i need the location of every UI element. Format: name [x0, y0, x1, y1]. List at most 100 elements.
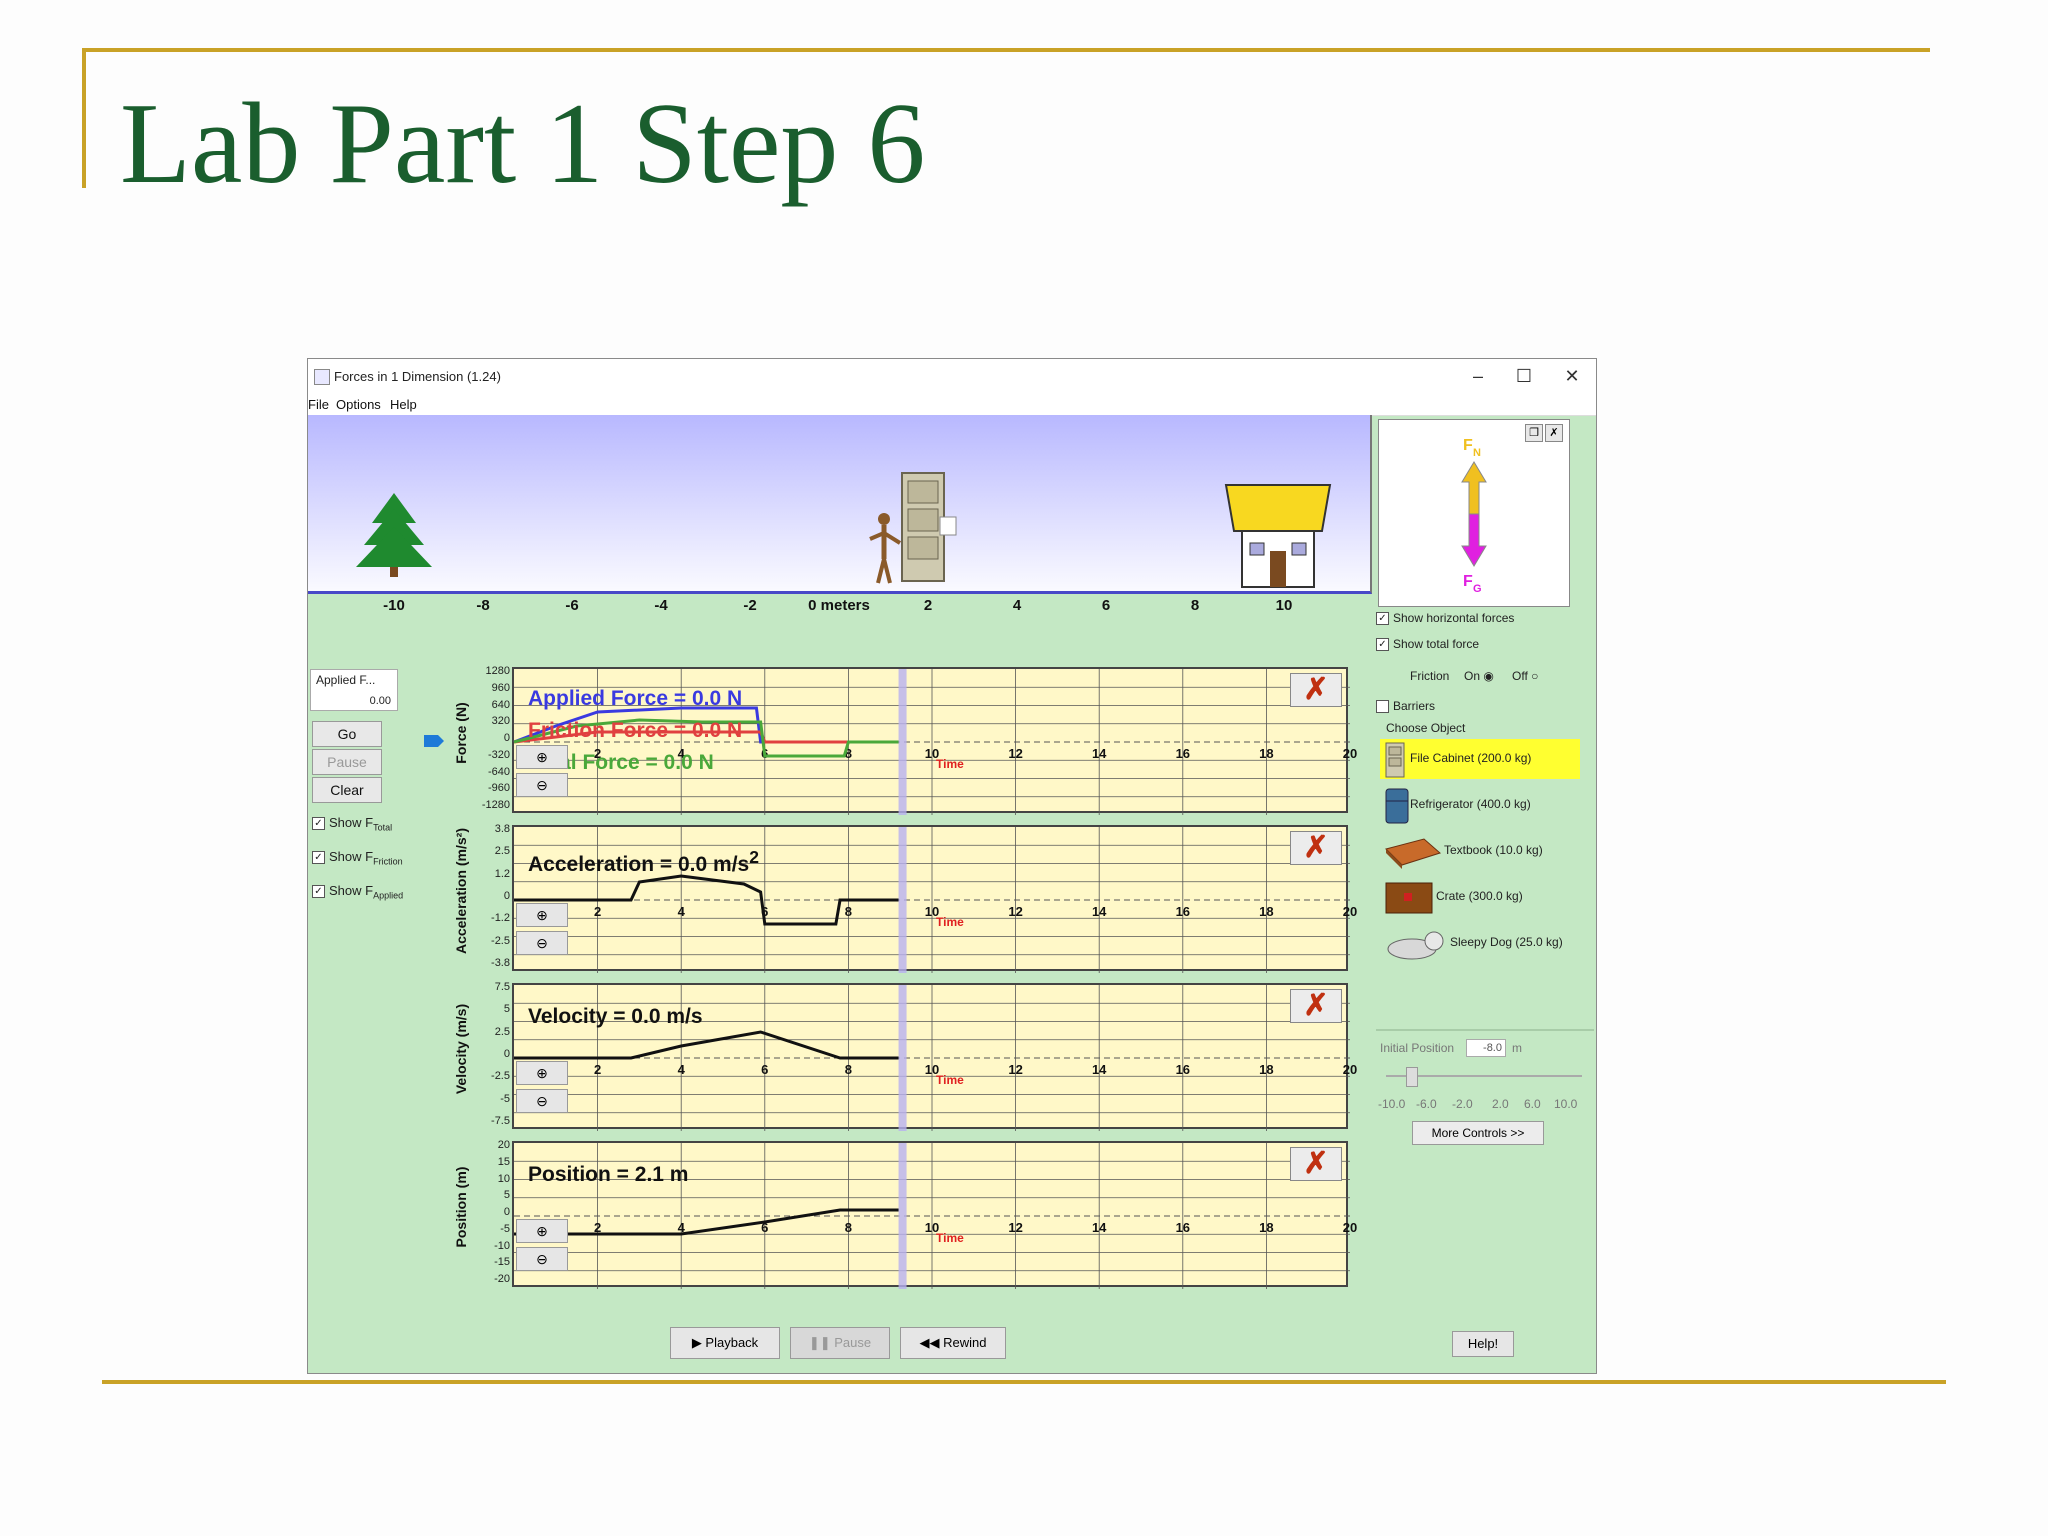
show-friction-checkbox[interactable]: Show FFriction: [312, 849, 403, 867]
x-tick-label: 8: [845, 1220, 852, 1235]
time-label: Time: [936, 915, 964, 929]
close-icon[interactable]: ✗: [1545, 424, 1563, 442]
x-tick-label: 14: [1092, 746, 1107, 761]
x-tick-label: 2: [594, 904, 601, 919]
divider: [1376, 1029, 1594, 1031]
arrow-marker-icon[interactable]: [424, 733, 446, 749]
y-tick-label: -5: [500, 1222, 510, 1235]
position-readout: Position = 2.1 m: [528, 1163, 689, 1186]
clear-button[interactable]: Clear: [312, 777, 382, 803]
object-label: File Cabinet (200.0 kg): [1410, 751, 1532, 765]
zoom-out-icon[interactable]: ⊖: [516, 1089, 568, 1113]
x-tick-label: 4: [678, 1220, 686, 1235]
position-slider-thumb[interactable]: [1406, 1067, 1418, 1087]
pause-button-side[interactable]: Pause: [312, 749, 382, 775]
zoom-in-icon[interactable]: ⊕: [516, 1061, 568, 1085]
y-tick-label: -15: [494, 1256, 510, 1269]
rewind-button[interactable]: ◀◀ Rewind: [900, 1327, 1006, 1359]
y-tick-label: 640: [491, 698, 510, 711]
ruler-label: -2: [743, 597, 757, 614]
app-icon: [314, 369, 330, 385]
choose-object-label: Choose Object: [1386, 721, 1466, 735]
y-tick-label: -1.2: [491, 912, 510, 925]
position-trace: [514, 1208, 899, 1236]
time-label: Time: [936, 1073, 964, 1087]
x-tick-label: 2: [594, 746, 601, 761]
menu-help[interactable]: Help: [390, 397, 417, 412]
y-tick-label: -7.5: [491, 1115, 510, 1127]
maximize-button[interactable]: ☐: [1515, 366, 1533, 386]
y-tick-label: 20: [497, 1139, 510, 1151]
friction-on-radio[interactable]: On ◉: [1464, 669, 1494, 683]
show-applied-checkbox[interactable]: Show FApplied: [312, 883, 403, 901]
close-window-button[interactable]: ✕: [1564, 366, 1580, 386]
show-total-force-checkbox[interactable]: Show total force: [1376, 637, 1479, 652]
y-tick-label: 0: [503, 1206, 510, 1218]
file-cabinet-icon: [1385, 742, 1405, 778]
show-total-checkbox[interactable]: Show FTotal: [312, 815, 392, 833]
position-slider-track[interactable]: [1386, 1075, 1582, 1077]
window-titlebar: Forces in 1 Dimension (1.24) – ☐ ✕: [308, 359, 1596, 393]
y-tick-label: 5: [503, 1003, 510, 1016]
y-tick-label: -640: [487, 765, 510, 778]
zoom-out-icon[interactable]: ⊖: [516, 1247, 568, 1271]
zoom-in-icon[interactable]: ⊕: [516, 903, 568, 927]
y-tick-label: 1280: [485, 665, 510, 677]
help-button[interactable]: Help!: [1452, 1331, 1514, 1357]
barriers-checkbox[interactable]: Barriers: [1376, 699, 1435, 714]
y-tick-label: -20: [494, 1273, 510, 1285]
pause-button[interactable]: ❚❚ Pause: [790, 1327, 890, 1359]
zoom-in-icon[interactable]: ⊕: [516, 1219, 568, 1243]
friction-force-readout: Friction Force = 0.0 N: [528, 719, 743, 742]
playback-button[interactable]: ▶ Playback: [670, 1327, 780, 1359]
close-graph-button[interactable]: ✗: [1290, 989, 1342, 1023]
house-icon: [1224, 484, 1332, 588]
x-tick-label: 18: [1259, 746, 1273, 761]
object-textbook[interactable]: Textbook (10.0 kg): [1380, 831, 1580, 871]
friction-off-radio[interactable]: Off ○: [1512, 669, 1539, 683]
ruler-label: 0 meters: [808, 597, 870, 614]
menu-file[interactable]: File: [308, 397, 329, 412]
show-horizontal-checkbox[interactable]: Show horizontal forces: [1376, 611, 1514, 626]
close-graph-button[interactable]: ✗: [1290, 673, 1342, 707]
gravity-force-arrow: [1461, 513, 1487, 567]
object-file-cabinet[interactable]: File Cabinet (200.0 kg): [1380, 739, 1580, 779]
applied-force-field[interactable]: Applied F... 0.00: [310, 669, 398, 711]
restore-icon[interactable]: ❐: [1525, 424, 1543, 442]
slide-bottom-rule: [102, 1380, 1946, 1384]
refrigerator-icon: [1385, 788, 1409, 824]
normal-force-arrow: [1461, 461, 1487, 515]
menu-options[interactable]: Options: [336, 397, 381, 412]
x-tick-label: 10: [925, 904, 939, 919]
object-sleepy-dog[interactable]: Sleepy Dog (25.0 kg): [1380, 923, 1580, 963]
x-tick-label: 2: [594, 1062, 601, 1077]
x-tick-label: 6: [761, 1062, 768, 1077]
zoom-in-icon[interactable]: ⊕: [516, 745, 568, 769]
close-graph-button[interactable]: ✗: [1290, 831, 1342, 865]
x-tick-label: 8: [845, 746, 852, 761]
x-tick-label: 18: [1259, 904, 1273, 919]
zoom-out-icon[interactable]: ⊖: [516, 931, 568, 955]
y-tick-label: -1280: [481, 799, 510, 811]
object-refrigerator[interactable]: Refrigerator (400.0 kg): [1380, 785, 1580, 825]
ruler-label: -10: [383, 597, 405, 614]
object-crate[interactable]: Crate (300.0 kg): [1380, 877, 1580, 917]
x-tick-label: 16: [1176, 904, 1190, 919]
close-graph-button[interactable]: ✗: [1290, 1147, 1342, 1181]
x-tick-label: 20: [1343, 904, 1357, 919]
initial-position-input[interactable]: -8.0: [1466, 1039, 1506, 1057]
zoom-out-icon[interactable]: ⊖: [516, 773, 568, 797]
x-tick-label: 10: [925, 1062, 939, 1077]
minimize-button[interactable]: –: [1472, 366, 1483, 386]
friction-label: Friction: [1410, 669, 1450, 683]
y-tick-label: -960: [487, 782, 510, 795]
y-tick-label: 0: [503, 732, 510, 744]
more-controls-button[interactable]: More Controls >>: [1412, 1121, 1544, 1145]
y-tick-label: 2.5: [494, 845, 510, 858]
go-button[interactable]: Go: [312, 721, 382, 747]
y-tick-label: -2.5: [491, 1070, 510, 1083]
ruler-label: -8: [476, 597, 490, 614]
fn-sub-label: N: [1473, 447, 1481, 459]
